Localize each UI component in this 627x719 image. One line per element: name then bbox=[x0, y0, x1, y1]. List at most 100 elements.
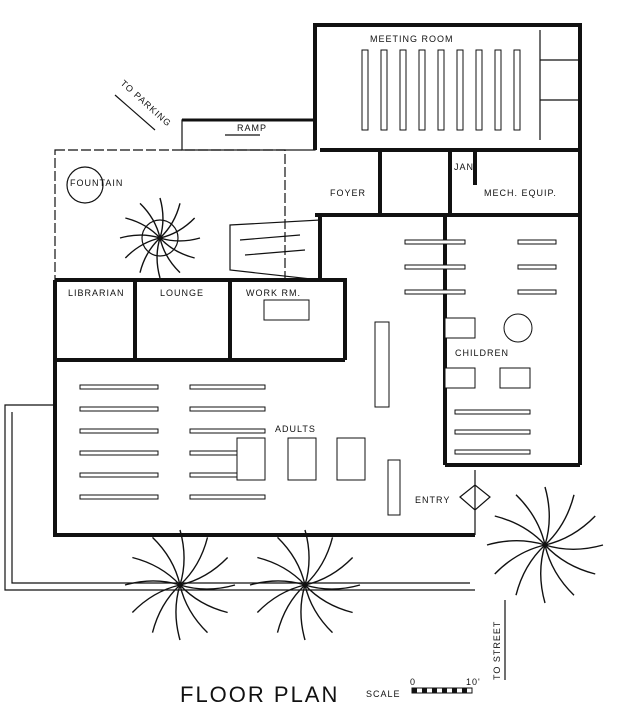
book-shelf bbox=[517, 239, 557, 245]
round-table bbox=[503, 313, 533, 343]
fountain bbox=[66, 166, 104, 204]
book-shelf bbox=[404, 289, 466, 295]
tree-branch bbox=[125, 217, 161, 239]
tree-branch bbox=[257, 556, 306, 586]
tree-branch bbox=[139, 202, 161, 239]
scale-segment bbox=[442, 688, 447, 693]
terrace-outline bbox=[4, 404, 475, 591]
tree-branch bbox=[544, 544, 596, 575]
tree-branch bbox=[304, 584, 361, 590]
label-entry: ENTRY bbox=[415, 495, 450, 505]
meeting-room-closets bbox=[539, 30, 578, 140]
tree-branch bbox=[159, 197, 164, 239]
book-shelf bbox=[189, 494, 266, 500]
scale-segment bbox=[432, 688, 437, 693]
book-shelf bbox=[454, 449, 531, 455]
meeting-chair-row bbox=[399, 49, 407, 131]
book-shelf bbox=[79, 384, 159, 390]
label-children: CHILDREN bbox=[455, 348, 509, 358]
tree-branch bbox=[175, 584, 181, 641]
tree-branch bbox=[515, 544, 546, 596]
tree-branch bbox=[494, 515, 546, 546]
book-shelf bbox=[517, 264, 557, 270]
meeting-chair-row bbox=[475, 49, 483, 131]
tree-branch bbox=[159, 203, 181, 239]
charge-desk bbox=[374, 321, 390, 408]
book-shelf bbox=[404, 264, 466, 270]
tree-branch bbox=[179, 584, 228, 614]
tree-branch bbox=[540, 544, 546, 604]
exterior-walls bbox=[53, 23, 582, 537]
tree-branch bbox=[256, 584, 306, 613]
book-shelf bbox=[189, 406, 266, 412]
to-parking-arrow bbox=[114, 94, 156, 131]
tree-branch bbox=[131, 584, 181, 613]
scale-segment bbox=[462, 688, 467, 693]
tree-branch bbox=[544, 515, 596, 546]
plan-marks bbox=[4, 23, 604, 694]
tree-branch bbox=[304, 529, 310, 586]
book-shelf bbox=[79, 472, 159, 478]
meeting-chair-row bbox=[361, 49, 369, 131]
tree-branch bbox=[304, 557, 354, 586]
children-table bbox=[444, 367, 476, 389]
book-shelf bbox=[454, 409, 531, 415]
tree-branch bbox=[249, 580, 306, 586]
label-to-street: TO STREET bbox=[492, 621, 502, 680]
tree-branch bbox=[544, 544, 604, 550]
flagstone-path bbox=[229, 219, 321, 281]
tree-branch bbox=[179, 529, 185, 586]
label-to-parking: TO PARKING bbox=[119, 78, 174, 129]
tree-branch bbox=[159, 237, 181, 274]
tree-branch bbox=[159, 217, 196, 239]
tree-branch bbox=[179, 584, 236, 590]
reading-table bbox=[287, 437, 317, 481]
tree-branch bbox=[515, 494, 546, 546]
tree-branch bbox=[152, 536, 181, 586]
tree-branch bbox=[304, 537, 334, 586]
book-shelf bbox=[79, 494, 159, 500]
tree-branch bbox=[304, 584, 333, 634]
scale-segment bbox=[422, 688, 427, 693]
book-shelf bbox=[454, 429, 531, 435]
tree-branch bbox=[486, 540, 546, 546]
meeting-chair-row bbox=[456, 49, 464, 131]
trees bbox=[119, 197, 604, 641]
tree-branch bbox=[277, 536, 306, 586]
scale-segment bbox=[452, 688, 457, 693]
tree-branch bbox=[179, 584, 208, 634]
tree-branch bbox=[179, 537, 209, 586]
label-ramp: RAMP bbox=[237, 123, 267, 133]
entry-vestibule bbox=[459, 470, 491, 535]
tree-branch bbox=[139, 237, 161, 273]
children-table bbox=[499, 367, 531, 389]
label-meeting-room: MEETING ROOM bbox=[370, 34, 454, 44]
tree-branch bbox=[159, 237, 201, 242]
tree-branch bbox=[132, 556, 181, 586]
book-shelf bbox=[79, 406, 159, 412]
meeting-chair-row bbox=[513, 49, 521, 131]
tree-branch bbox=[276, 584, 306, 633]
scale-ticks bbox=[412, 688, 467, 693]
label-lounge: LOUNGE bbox=[160, 288, 204, 298]
tree-branch bbox=[494, 544, 546, 575]
label-mech-equip: MECH. EQUIP. bbox=[484, 188, 557, 198]
book-shelf bbox=[79, 450, 159, 456]
book-shelf bbox=[517, 289, 557, 295]
meeting-chair-row bbox=[380, 49, 388, 131]
label-adults: ADULTS bbox=[275, 424, 316, 434]
tree-branch bbox=[124, 237, 161, 259]
meeting-chair-row bbox=[437, 49, 445, 131]
furniture bbox=[79, 49, 557, 516]
scale-end: 10' bbox=[466, 677, 481, 687]
display-case bbox=[387, 459, 401, 516]
tree-branch bbox=[544, 486, 550, 546]
plan-title: FLOOR PLAN bbox=[180, 682, 339, 707]
children-table bbox=[444, 317, 476, 339]
tree-branch bbox=[159, 237, 195, 259]
tree-branch bbox=[544, 544, 575, 596]
book-shelf bbox=[79, 428, 159, 434]
label-fountain: FOUNTAIN bbox=[70, 178, 123, 188]
tree-branch bbox=[300, 584, 306, 641]
